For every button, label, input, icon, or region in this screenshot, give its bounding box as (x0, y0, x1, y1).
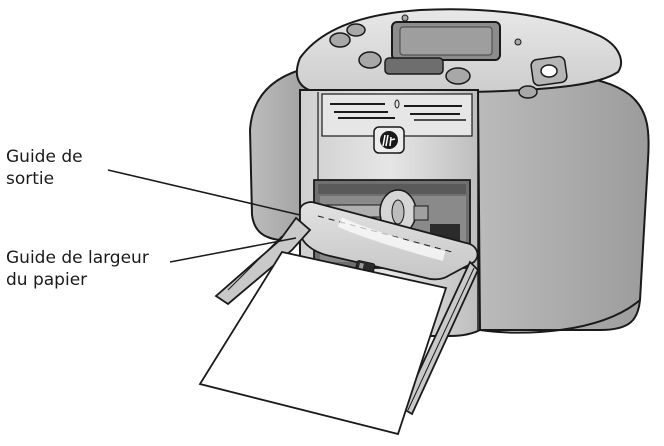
label-paper-width-guide-line1: Guide de largeur (6, 248, 149, 268)
control-button[interactable] (518, 85, 538, 99)
paper-sheet (198, 250, 448, 436)
leader-line-width-guide (169, 237, 297, 263)
control-button[interactable] (346, 23, 366, 37)
label-output-guide: Guide de sortie (6, 146, 83, 190)
leader-line-output-guide (107, 169, 301, 216)
label-paper-width-guide-line2: du papier (6, 270, 88, 290)
control-button[interactable] (329, 32, 351, 48)
control-button[interactable] (358, 51, 382, 69)
printer-right-body (469, 74, 650, 331)
control-button[interactable] (445, 67, 471, 85)
label-output-guide-line2: sortie (6, 169, 55, 189)
logo-icon (380, 131, 398, 149)
label-paper-width-guide: Guide de largeur du papier (6, 247, 149, 291)
menu-display (384, 57, 444, 75)
label-output-guide-line1: Guide de (6, 147, 83, 167)
